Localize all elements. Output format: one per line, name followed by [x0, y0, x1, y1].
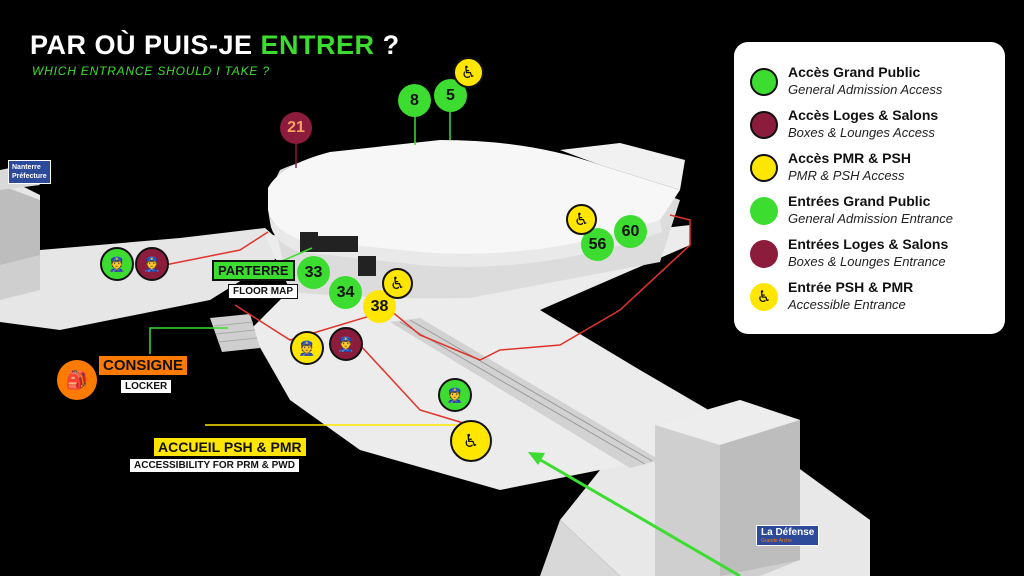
wheelchair-icon: ♿	[750, 283, 778, 311]
steward-icon-maroon[interactable]: 👮	[135, 247, 169, 281]
legend-item-title: Accès PMR & PSH	[788, 150, 911, 166]
nanterre-sign-line1: Nanterre	[12, 164, 41, 171]
defense-sign-sublabel: Grande Arche	[761, 538, 792, 544]
steward-icon-maroon	[750, 111, 778, 139]
page-subtitle: WHICH ENTRANCE SHOULD I TAKE ?	[32, 64, 270, 78]
parterre-label: PARTERRE	[212, 260, 295, 281]
legend-item-title: Accès Grand Public	[788, 64, 921, 80]
steward-icon-green	[750, 68, 778, 96]
gate-34[interactable]: 34	[329, 276, 362, 309]
title-suffix: ?	[374, 30, 400, 60]
gate-33[interactable]: 33	[297, 256, 330, 289]
wheelchair-icon[interactable]: ♿	[453, 57, 484, 88]
consigne-label: CONSIGNE	[99, 356, 188, 375]
locker-label: LOCKER	[121, 380, 172, 393]
legend-item: Entrées Grand Public General Admission E…	[748, 193, 1003, 233]
accessibility-label: ACCESSIBILITY FOR PRM & PWD	[130, 459, 299, 472]
gate-60[interactable]: 60	[614, 215, 647, 248]
defense-sign-label: La Défense	[761, 527, 815, 538]
route-lines	[164, 214, 691, 426]
accueil-pmr-icon[interactable]: ♿	[450, 420, 492, 462]
legend-item: Accès PMR & PSH PMR & PSH Access	[748, 150, 1003, 190]
legend-item-subtitle: Boxes & Lounges Access	[788, 125, 935, 140]
steward-icon-yellow	[750, 154, 778, 182]
legend-item: Accès Loges & Salons Boxes & Lounges Acc…	[748, 107, 1003, 147]
legend-item-title: Entrées Grand Public	[788, 193, 931, 209]
green-dot-icon	[750, 197, 778, 225]
legend-item: ♿ Entrée PSH & PMR Accessible Entrance	[748, 279, 1003, 319]
legend-item: Accès Grand Public General Admission Acc…	[748, 64, 1003, 104]
locker-icon[interactable]: 🎒	[57, 360, 97, 400]
legend-item: Entrées Loges & Salons Boxes & Lounges E…	[748, 236, 1003, 276]
gate-8[interactable]: 8	[398, 84, 431, 117]
guide-arrow	[528, 452, 741, 576]
maroon-dot-icon	[750, 240, 778, 268]
defense-tower	[655, 400, 800, 576]
legend-item-subtitle: Accessible Entrance	[788, 297, 906, 312]
steward-icon-yellow[interactable]: 👮	[290, 331, 324, 365]
floor-map-label: FLOOR MAP	[228, 284, 298, 299]
title-prefix: PAR OÙ PUIS-JE	[30, 30, 261, 60]
nanterre-sign-line2: Préfecture	[12, 173, 47, 180]
pointer-lines	[149, 109, 460, 426]
steward-icon-maroon[interactable]: 👮	[329, 327, 363, 361]
arena	[268, 140, 685, 299]
steward-icon-green[interactable]: 👮	[100, 247, 134, 281]
legend-item-title: Accès Loges & Salons	[788, 107, 939, 123]
legend-item-subtitle: General Admission Access	[788, 82, 943, 97]
steward-icon-green[interactable]: 👮	[438, 378, 472, 412]
title-highlight: ENTRER	[260, 30, 375, 60]
accueil-label: ACCUEIL PSH & PMR	[154, 438, 306, 456]
legend-item-title: Entrée PSH & PMR	[788, 279, 914, 295]
wheelchair-icon[interactable]: ♿	[566, 204, 597, 235]
stairs	[210, 314, 260, 352]
gate-21[interactable]: 21	[280, 112, 312, 144]
legend-item-subtitle: Boxes & Lounges Entrance	[788, 254, 946, 269]
ramp	[390, 318, 660, 468]
legend-panel: Accès Grand Public General Admission Acc…	[734, 42, 1005, 334]
page-title: PAR OÙ PUIS-JE ENTRER ?	[30, 30, 400, 61]
legend-item-title: Entrées Loges & Salons	[788, 236, 949, 252]
legend-item-subtitle: General Admission Entrance	[788, 211, 953, 226]
wheelchair-icon[interactable]: ♿	[382, 268, 413, 299]
defense-sign: La Défense Grande Arche	[756, 525, 820, 546]
legend-item-subtitle: PMR & PSH Access	[788, 168, 905, 183]
gate-38[interactable]: 38	[363, 290, 396, 323]
